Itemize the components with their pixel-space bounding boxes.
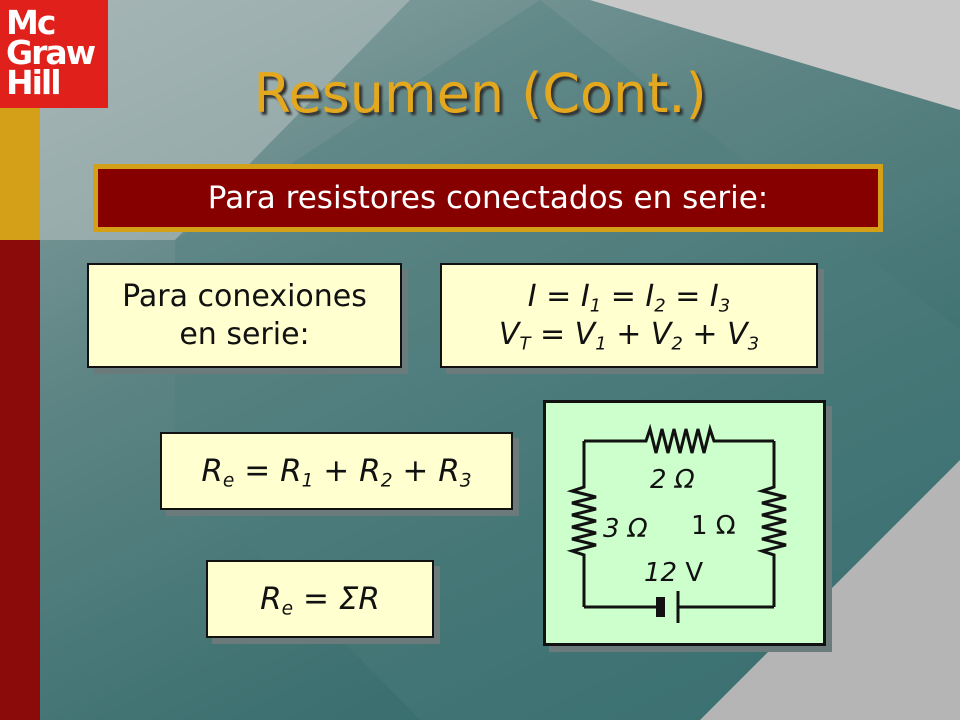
left-resistor-label: 3 Ω — [603, 514, 648, 544]
left-resistor — [566, 441, 597, 607]
page-title: Resumen (Cont.) — [253, 62, 707, 125]
equivalent-resistance-sigma: Re = ΣR — [206, 560, 434, 638]
voltage-equation: VT = V1 + V2 + V3 — [498, 316, 760, 354]
current-equation: I = I1 = I2 = I3 — [527, 278, 731, 316]
resistance-sigma-equation: Re = ΣR — [260, 581, 380, 620]
circuit-schematic — [566, 423, 787, 623]
battery-label: 12 V — [644, 558, 704, 588]
sidebar-red-strip — [0, 240, 40, 720]
series-banner: Para resistores conectados en serie: — [93, 164, 883, 232]
mcgraw-hill-logo: Mc Graw Hill — [0, 0, 108, 108]
equivalent-resistance-sum: Re = R1 + R2 + R3 — [160, 432, 513, 510]
current-voltage-equations: I = I1 = I2 = I3 VT = V1 + V2 + V3 — [440, 263, 818, 368]
series-label-line2: en serie: — [179, 316, 310, 352]
battery-long-plate — [656, 597, 665, 617]
top-resistor — [584, 423, 774, 454]
top-resistor-label: 2 Ω — [650, 465, 695, 495]
series-label-line1: Para conexiones — [122, 278, 367, 314]
banner-text: Para resistores conectados en serie: — [207, 180, 769, 216]
right-resistor-label: 1 Ω — [691, 511, 736, 541]
circuit-diagram: 2 Ω 3 Ω 1 Ω 12 V — [543, 400, 826, 646]
resistance-sum-equation: Re = R1 + R2 + R3 — [201, 453, 472, 492]
series-connection-label: Para conexiones en serie: — [87, 263, 402, 368]
right-resistor — [756, 441, 787, 607]
